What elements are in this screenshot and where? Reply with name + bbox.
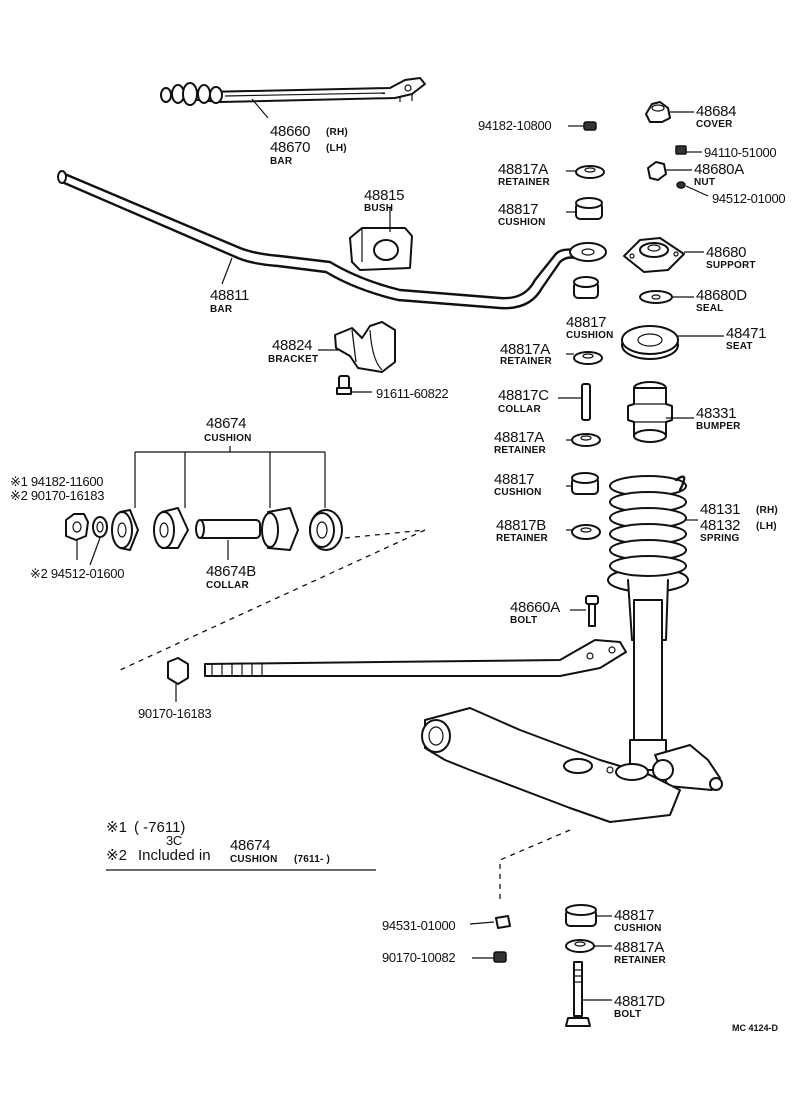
label-48660A-number: 48660A xyxy=(510,599,560,616)
label-48132-number: 48132 xyxy=(700,517,740,534)
label-48660A-name: BOLT xyxy=(510,615,537,626)
label-48680-name: SUPPORT xyxy=(706,260,756,271)
strut-and-lower-arm-drawing xyxy=(421,567,723,900)
label-48132-side: (LH) xyxy=(756,521,777,532)
label-48670-name: BAR xyxy=(270,156,293,167)
bracket-48824-drawing xyxy=(334,321,396,373)
label-48660-number: 48660 xyxy=(270,123,310,140)
cushion-48674-assembly-drawing xyxy=(65,446,426,671)
label-48680D-number: 48680D xyxy=(696,287,747,304)
label-48811-number: 48811 xyxy=(210,287,249,304)
label-48674-name: CUSHION xyxy=(204,433,252,444)
label-48471-number: 48471 xyxy=(726,325,766,342)
strut-rod-48660-drawing xyxy=(160,77,426,119)
stabilizer-bar-48811-drawing xyxy=(57,170,607,310)
label-48131-side: (RH) xyxy=(756,505,778,516)
label-94110-51000: 94110-51000 xyxy=(704,145,776,160)
coil-spring-48131-drawing xyxy=(609,475,687,577)
note-2-range: (7611- ) xyxy=(294,854,330,865)
label-48817A-3-name: RETAINER xyxy=(494,445,547,456)
bolt-91611-drawing xyxy=(336,375,352,395)
label-90170-16183: 90170-16183 xyxy=(138,706,211,721)
label-91611-number: 91611-60822 xyxy=(376,386,448,401)
label-48817A-1-name: RETAINER xyxy=(498,177,551,188)
label-48670-number: 48670 xyxy=(270,139,310,156)
strut-top-hardware-drawing xyxy=(645,101,687,189)
label-48817A-2-name: RETAINER xyxy=(500,356,553,367)
label-48817-4-number: 48817 xyxy=(614,907,654,924)
strut-bar-drawing xyxy=(167,639,627,702)
label-94531-01000: 94531-01000 xyxy=(382,918,455,933)
note-1-mark: ※1 xyxy=(106,819,127,836)
label-48817A-4-number: 48817A xyxy=(614,939,664,956)
label-48817-2-name: CUSHION xyxy=(566,330,614,341)
label-94182-10800: 94182-10800 xyxy=(478,118,551,133)
label-48817A-4-name: RETAINER xyxy=(614,955,667,966)
note-2-text: Included in xyxy=(138,847,211,864)
label-48684-name: COVER xyxy=(696,119,733,130)
label-48660-side: (RH) xyxy=(326,127,348,138)
note-1-range: ( -7611) xyxy=(134,819,185,836)
note-2-mark: ※2 xyxy=(106,847,127,864)
lower-cushion-stack-drawing xyxy=(493,904,597,1027)
label-48670-side: (LH) xyxy=(326,143,347,154)
bolt-48660A-drawing xyxy=(585,595,599,627)
label-48817-2-number: 48817 xyxy=(566,314,606,331)
label-48680D-name: SEAL xyxy=(696,303,723,314)
label-48824-number: 48824 xyxy=(272,337,312,354)
label-48674B-name: COLLAR xyxy=(206,580,249,591)
seal-48680D-drawing xyxy=(639,290,673,304)
label-48817D-number: 48817D xyxy=(614,993,665,1010)
label-48817-3-name: CUSHION xyxy=(494,487,542,498)
label-48824-name: BRACKET xyxy=(268,354,318,365)
leader-lines xyxy=(76,111,724,1001)
label-48817B-number: 48817B xyxy=(496,517,546,534)
label-48817A-2-number: 48817A xyxy=(500,341,550,358)
label-marked-90170-16183: ※2 90170-16183 xyxy=(10,488,104,503)
label-48815-name: BUSH xyxy=(364,203,393,214)
label-94512-01000: 94512-01000 xyxy=(712,191,785,206)
label-48817-1-name: CUSHION xyxy=(498,217,546,228)
label-48680A-number: 48680A xyxy=(694,161,744,178)
label-48817A-3-number: 48817A xyxy=(494,429,544,446)
label-48331-name: BUMPER xyxy=(696,421,741,432)
label-48817B-name: RETAINER xyxy=(496,533,549,544)
label-marked-94182-11600: ※1 94182-11600 xyxy=(10,474,103,489)
label-48817-3-number: 48817 xyxy=(494,471,534,488)
label-48680-number: 48680 xyxy=(706,244,746,261)
seat-48471-drawing xyxy=(621,325,679,360)
label-48674-number: 48674 xyxy=(206,415,246,432)
label-48811-name: BAR xyxy=(210,304,233,315)
label-48817-1-number: 48817 xyxy=(498,201,538,218)
label-48817A-1-number: 48817A xyxy=(498,161,548,178)
label-48817-4-name: CUSHION xyxy=(614,923,662,934)
label-48817D-name: BOLT xyxy=(614,1009,641,1020)
label-48817C-number: 48817C xyxy=(498,387,549,404)
label-48471-name: SEAT xyxy=(726,341,753,352)
label-48331-number: 48331 xyxy=(696,405,736,422)
note-1-mid: 3C xyxy=(166,833,182,848)
label-marked-94512-01600: ※2 94512-01600 xyxy=(30,566,124,581)
label-48817C-name: COLLAR xyxy=(498,404,541,415)
support-48680-drawing xyxy=(623,237,685,273)
diagram-code: MC 4124-D xyxy=(732,1023,779,1033)
label-48680A-name: NUT xyxy=(694,177,715,188)
bumper-48331-drawing xyxy=(627,381,673,443)
label-90170-10082: 90170-10082 xyxy=(382,950,455,965)
label-48815-number: 48815 xyxy=(364,187,404,204)
center-cushion-stack-drawing xyxy=(571,121,605,540)
label-48132-name: SPRING xyxy=(700,533,740,544)
note-2-part-number: 48674 xyxy=(230,837,270,854)
label-48131-number: 48131 xyxy=(700,501,740,518)
bush-48815-drawing xyxy=(349,227,413,271)
note-2-part-name: CUSHION xyxy=(230,854,278,865)
label-48684-number: 48684 xyxy=(696,103,736,120)
label-48674B-number: 48674B xyxy=(206,563,256,580)
